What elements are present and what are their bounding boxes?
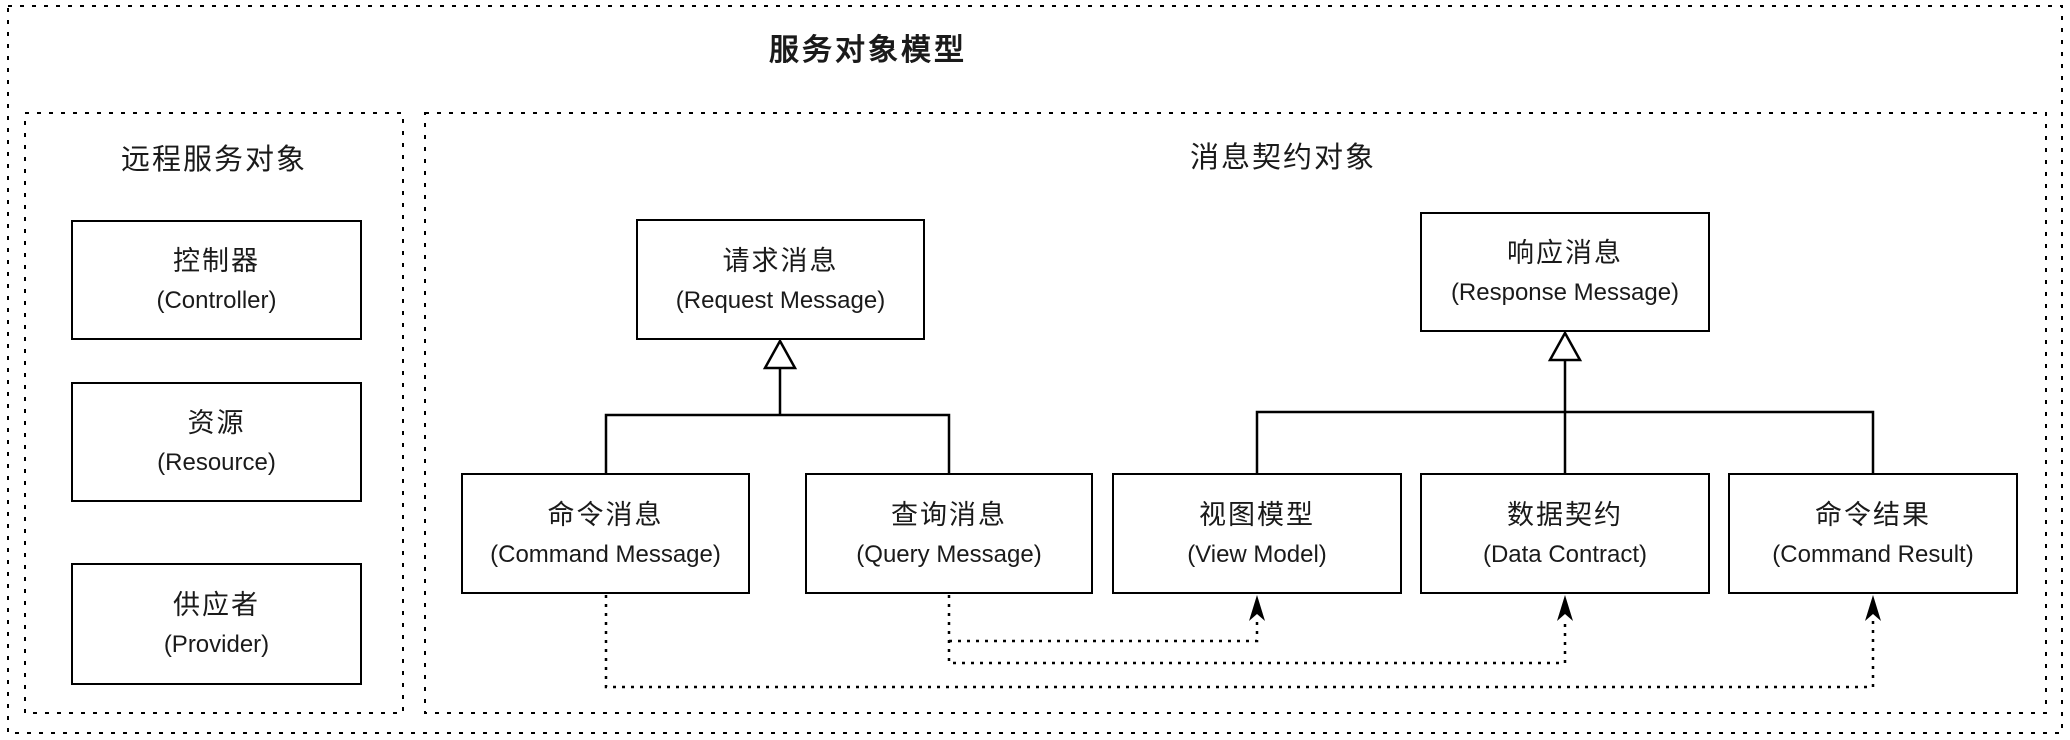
- box-command-result-label-en: (Command Result): [1772, 540, 1974, 568]
- box-resource: 资源 (Resource): [71, 382, 362, 502]
- box-request-message: 请求消息 (Request Message): [636, 219, 925, 340]
- box-command-result: 命令结果 (Command Result): [1728, 473, 2018, 594]
- dependency-arrowhead-data-contract: [1557, 595, 1573, 621]
- box-data-contract-label-zh: 数据契约: [1507, 499, 1623, 530]
- box-controller-label-zh: 控制器: [173, 246, 260, 276]
- box-command-result-label-zh: 命令结果: [1815, 499, 1931, 530]
- box-provider-label-zh: 供应者: [173, 590, 260, 620]
- box-resource-label-zh: 资源: [187, 408, 246, 438]
- box-controller: 控制器 (Controller): [71, 220, 362, 340]
- dependency-arrowhead-command-result: [1865, 595, 1881, 621]
- inheritance-lines-response: [1255, 360, 1875, 473]
- box-controller-label-en: (Controller): [156, 287, 277, 314]
- dependency-arrowhead-view-model: [1249, 595, 1265, 621]
- inheritance-lines-request: [604, 368, 951, 473]
- contract-group-label: 消息契约对象: [1190, 142, 1377, 174]
- box-command-message-label-zh: 命令消息: [547, 499, 664, 530]
- box-response-message: 响应消息 (Response Message): [1420, 212, 1710, 332]
- box-provider-label-en: (Provider): [163, 631, 270, 658]
- box-response-message-label-en: (Response Message): [1450, 279, 1680, 306]
- box-view-model-label-en: (View Model): [1187, 540, 1327, 568]
- box-resource-label-en: (Resource): [157, 449, 276, 476]
- box-view-model-label-zh: 视图模型: [1199, 499, 1315, 530]
- box-query-message-label-zh: 查询消息: [891, 499, 1007, 530]
- remote-group-label: 远程服务对象: [120, 144, 307, 176]
- box-query-message-label-en: (Query Message): [856, 540, 1042, 568]
- dependency-line-query-to-view-model: [949, 620, 1259, 643]
- box-query-message: 查询消息 (Query Message): [805, 473, 1093, 594]
- box-view-model: 视图模型 (View Model): [1112, 473, 1402, 594]
- box-request-message-label-en: (Request Message): [675, 286, 886, 314]
- box-command-message: 命令消息 (Command Message): [461, 473, 750, 594]
- dependency-line-command-to-result: [604, 595, 1875, 689]
- inheritance-triangle-request: [762, 338, 798, 370]
- diagram-title: 服务对象模型: [769, 34, 967, 67]
- contract-group-dashed-border: [424, 112, 2047, 714]
- dependency-line-query-to-data-contract: [947, 595, 1567, 665]
- box-data-contract-label-en: (Data Contract): [1482, 540, 1648, 568]
- box-provider: 供应者 (Provider): [71, 563, 362, 685]
- box-data-contract: 数据契约 (Data Contract): [1420, 473, 1710, 594]
- box-request-message-label-zh: 请求消息: [722, 245, 839, 276]
- box-command-message-label-en: (Command Message): [490, 540, 721, 568]
- box-response-message-label-zh: 响应消息: [1507, 238, 1623, 268]
- inheritance-triangle-response: [1547, 330, 1583, 362]
